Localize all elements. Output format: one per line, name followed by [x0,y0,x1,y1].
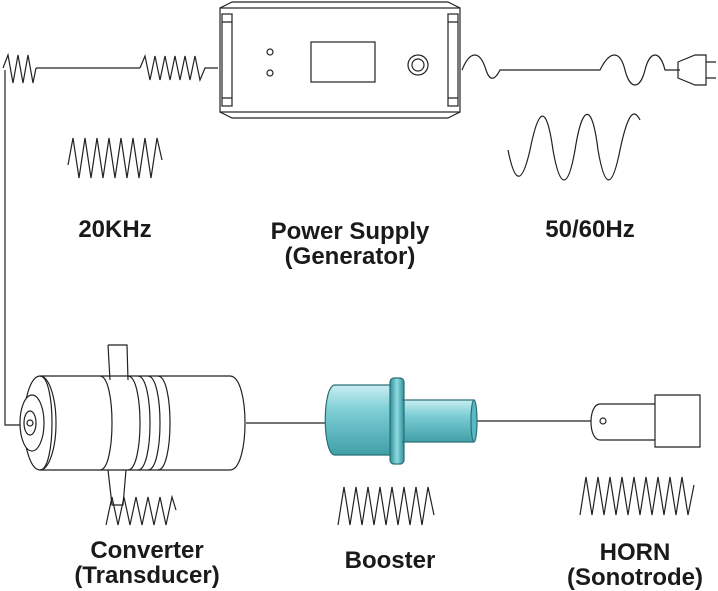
label-converter-line2: (Transducer) [74,562,220,589]
label-20khz: 20KHz [60,217,170,242]
label-power-supply: Power Supply (Generator) [250,219,450,269]
label-20khz-text: 20KHz [78,216,152,243]
label-converter-line1: Converter [90,537,204,564]
waveform-booster [337,486,435,526]
power-plug-icon [677,54,716,86]
waveform-20khz [67,137,163,179]
display-screen-icon [310,41,376,83]
waveform-converter [105,494,177,526]
zigzag-cable-left [2,52,37,84]
converter-body [19,344,246,506]
booster-body [324,377,478,465]
generator-box [219,1,461,119]
label-horn: HORN (Sonotrode) [555,540,715,590]
label-booster-text: Booster [344,547,436,574]
zigzag-cable-mid [139,53,218,83]
power-knob-icon [407,54,429,76]
label-mains-frequency-text: 50/60Hz [545,216,635,243]
converter-cable [4,70,22,426]
label-booster: Booster [330,548,450,573]
label-power-supply-line2: (Generator) [284,243,416,270]
label-horn-line2: (Sonotrode) [567,564,703,591]
mains-cable [461,54,680,86]
indicator-light-bottom [266,69,274,77]
waveform-horn [579,476,695,516]
label-converter: Converter (Transducer) [62,538,232,588]
indicator-light-top [266,48,274,56]
label-horn-line1: HORN [599,539,671,566]
label-mains-frequency: 50/60Hz [525,217,655,242]
label-power-supply-line1: Power Supply [270,218,430,245]
horn-sonotrode [590,394,701,448]
waveform-50-60hz [507,113,641,181]
